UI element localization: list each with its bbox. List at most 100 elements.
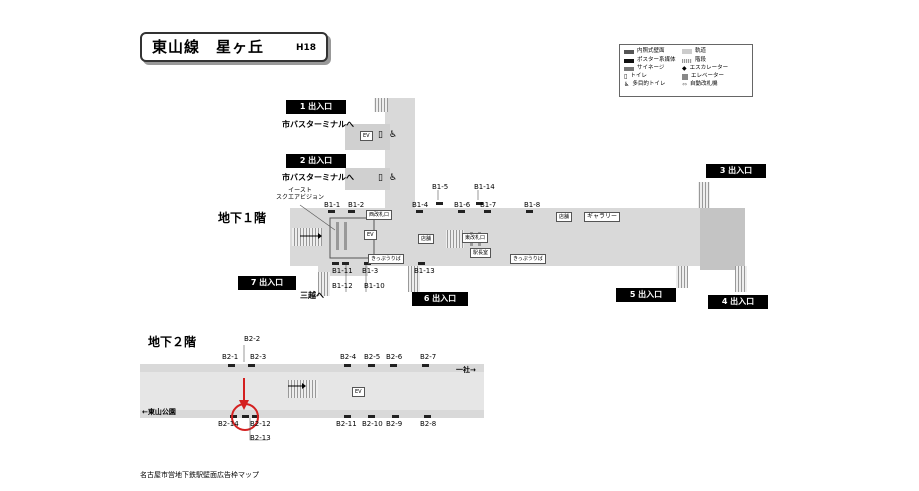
exit-1-label[interactable]: 1 出入口 <box>286 100 346 114</box>
ad-code-b1-4[interactable]: B1-4 <box>412 201 429 209</box>
exit-1-stairs <box>374 98 388 112</box>
ad-code-b2-3[interactable]: B2-3 <box>250 353 267 361</box>
elevator-icon: EV <box>352 387 365 397</box>
b2-escalator-arrowhead <box>302 383 306 389</box>
legend-label: 多目的トイレ <box>632 81 666 88</box>
ad-marker <box>526 210 533 213</box>
b1-center-stairs <box>446 230 464 248</box>
ad-marker <box>242 415 249 418</box>
ad-code-b1-5[interactable]: B1-5 <box>432 183 449 191</box>
ad-marker <box>368 415 375 418</box>
b1-east-end <box>700 208 745 270</box>
ad-code-b1-2[interactable]: B1-2 <box>348 201 365 209</box>
shop-label-2: 店舗 <box>556 212 573 222</box>
ad-code-b1-1[interactable]: B1-1 <box>324 201 341 209</box>
exit-6-stairs <box>408 266 420 292</box>
west-gate-label: 西改札口 <box>366 210 393 220</box>
ad-code-b2-11[interactable]: B2-11 <box>336 420 357 428</box>
leader-line <box>299 204 336 231</box>
ad-marker <box>476 202 483 205</box>
ad-marker <box>344 415 351 418</box>
ad-marker <box>228 364 235 367</box>
legend-label: 軌道 <box>695 48 707 54</box>
legend-label: 内照式壁面 <box>637 48 665 54</box>
legend-item: エレベーター <box>682 74 724 80</box>
b2-escalator <box>288 380 318 398</box>
ad-code-b1-8[interactable]: B1-8 <box>524 201 541 209</box>
ad-marker <box>416 210 423 213</box>
ad-marker <box>424 415 431 418</box>
ad-code-b2-13[interactable]: B2-13 <box>250 434 271 442</box>
ticket-gate-icon <box>344 222 347 250</box>
ad-marker <box>368 364 375 367</box>
exit-5-stairs <box>676 266 688 288</box>
legend-label: エスカレーター <box>689 65 729 72</box>
exit-2-label[interactable]: 2 出入口 <box>286 154 346 168</box>
poster-media-icon <box>624 58 634 63</box>
legend-item: 内照式壁面 <box>624 48 665 55</box>
ad-code-b2-8[interactable]: B2-8 <box>420 420 437 428</box>
ad-code-b2-14[interactable]: B2-14 <box>218 420 239 428</box>
exit-5-label[interactable]: 5 出入口 <box>616 288 676 302</box>
toilet-icon: ▯ <box>378 173 383 183</box>
ad-code-b2-2[interactable]: B2-2 <box>244 335 261 343</box>
ad-marker <box>342 262 349 265</box>
track-icon <box>682 49 692 55</box>
ad-code-b2-5[interactable]: B2-5 <box>364 353 381 361</box>
toilet-icon: ▯ <box>378 130 383 140</box>
station-office-label: 駅長室 <box>470 248 492 258</box>
ad-code-b1-11[interactable]: B1-11 <box>332 267 353 275</box>
leader-line <box>249 418 268 441</box>
ad-marker <box>484 210 491 213</box>
exit-7-label[interactable]: 7 出入口 <box>238 276 296 290</box>
stairs-icon <box>682 58 692 63</box>
title-box <box>140 32 328 62</box>
ad-code-b2-4[interactable]: B2-4 <box>340 353 357 361</box>
ad-code-b2-7[interactable]: B2-7 <box>420 353 437 361</box>
ad-code-b2-6[interactable]: B2-6 <box>386 353 403 361</box>
ad-marker <box>422 364 429 367</box>
ticket-gate-icon <box>336 222 339 250</box>
b1-concourse <box>290 208 710 266</box>
legend-label: エレベーター <box>691 73 725 80</box>
ad-code-b1-10[interactable]: B1-10 <box>364 282 385 290</box>
station-code: H18 <box>296 43 317 53</box>
direction-bus-terminal-2: 市バスターミナルへ <box>282 173 354 182</box>
elevator-icon: EV <box>364 230 377 240</box>
ad-code-b1-13[interactable]: B1-13 <box>414 267 435 275</box>
toilet-icon: ▯ <box>624 73 628 80</box>
ad-marker <box>458 210 465 213</box>
ad-code-b2-12[interactable]: B2-12 <box>250 420 271 428</box>
ad-code-b2-10[interactable]: B2-10 <box>362 420 383 428</box>
ad-marker <box>436 202 443 205</box>
exit-3-label[interactable]: 3 出入口 <box>706 164 766 178</box>
ad-code-b1-14[interactable]: B1-14 <box>474 183 495 191</box>
signage-icon <box>624 66 634 71</box>
exit-6-label[interactable]: 6 出入口 <box>412 292 468 306</box>
legend-item: ◆エスカレーター <box>682 66 728 72</box>
ticket-machines-west: きっぷうりば <box>368 254 404 264</box>
inner-lit-wall-icon <box>624 49 634 54</box>
legend-item: ▯トイレ <box>624 74 647 80</box>
ad-code-b1-6[interactable]: B1-6 <box>454 201 471 209</box>
legend-label: トイレ <box>630 73 647 80</box>
b1-west-escalator <box>292 228 322 246</box>
footer-note: 名古屋市営地下鉄駅壁面広告枠マップ <box>140 471 259 479</box>
b1-escalator-arrowhead <box>318 233 322 239</box>
exit-7-passage <box>318 262 368 276</box>
ad-code-b2-9[interactable]: B2-9 <box>386 420 403 428</box>
multipurpose-toilet-icon: ♿ <box>624 81 630 88</box>
ad-marker <box>328 210 335 213</box>
exit-4-label[interactable]: 4 出入口 <box>708 295 768 309</box>
ad-code-b1-12[interactable]: B1-12 <box>332 282 353 290</box>
ad-code-b1-7[interactable]: B1-7 <box>480 201 497 209</box>
ad-code-b1-3[interactable]: B1-3 <box>362 267 379 275</box>
ticket-machines-east: きっぷうりば <box>510 254 546 264</box>
ad-code-b2-1[interactable]: B2-1 <box>222 353 239 361</box>
elevator-icon: EV <box>360 131 373 141</box>
ad-marker <box>418 262 425 265</box>
floor-title-b1: 地下１階 <box>218 211 267 225</box>
exit-2-building <box>345 168 390 190</box>
ad-marker <box>392 415 399 418</box>
